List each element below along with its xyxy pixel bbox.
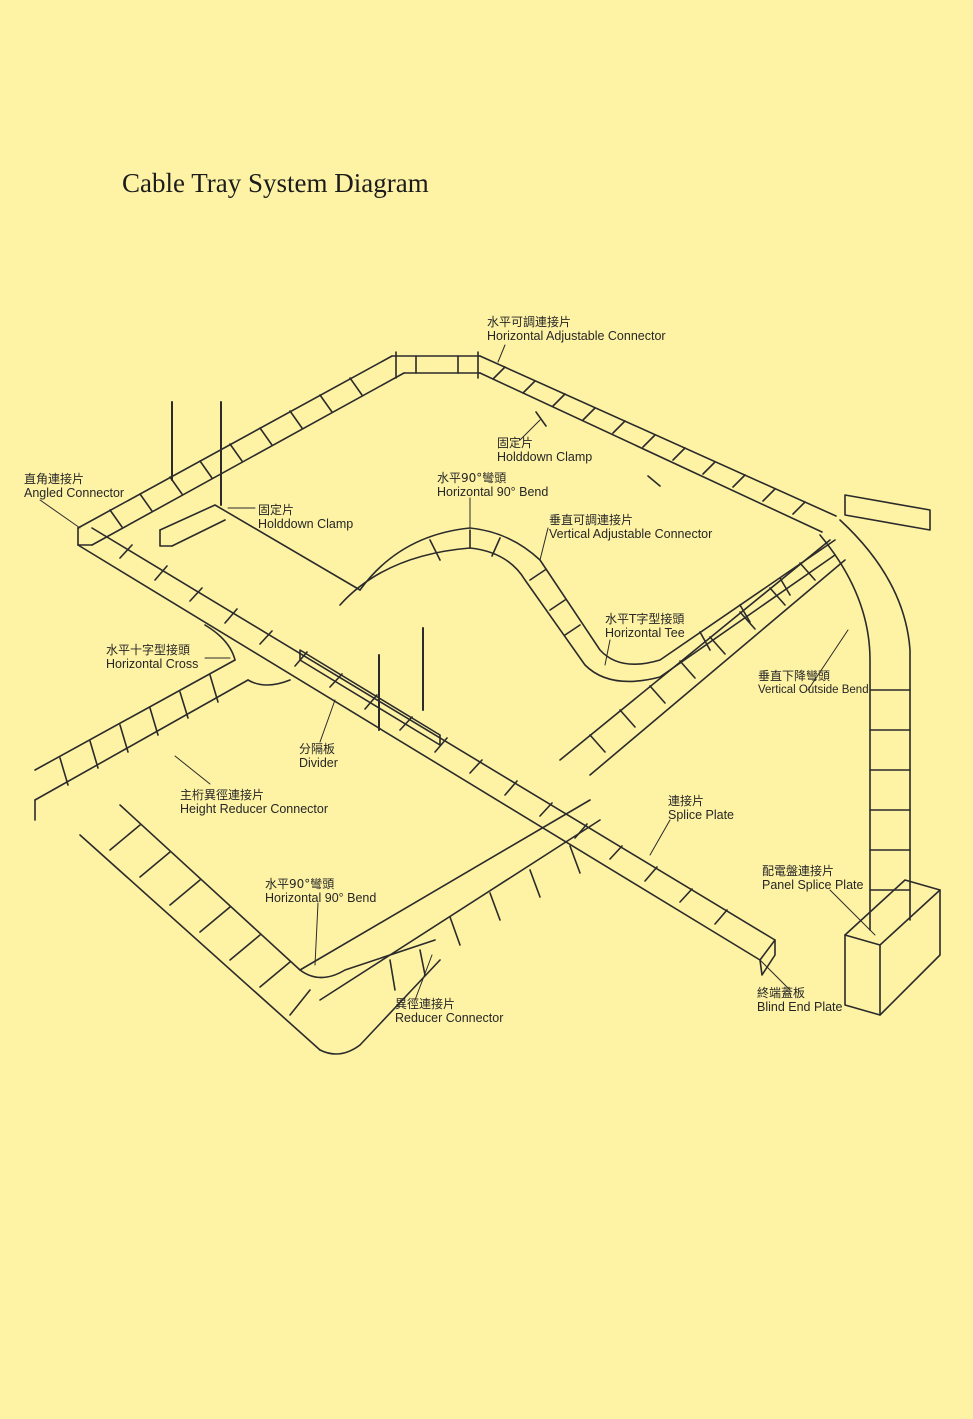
front-bend-tray	[79, 799, 601, 1055]
tee-to-vertical-tray	[559, 539, 846, 776]
main-diagonal-tray	[77, 527, 776, 976]
vertical-drop-tray	[819, 494, 931, 931]
back-right-tray	[479, 355, 837, 533]
page-title: Cable Tray System Diagram	[122, 168, 429, 198]
electrical-panel	[844, 879, 941, 1016]
inner-tray	[159, 504, 836, 683]
hanger-rods	[171, 401, 424, 731]
leader-lines	[39, 344, 876, 1001]
divider-panel	[299, 649, 441, 746]
cross-and-left-tray	[34, 624, 291, 821]
back-left-tray	[77, 351, 481, 546]
